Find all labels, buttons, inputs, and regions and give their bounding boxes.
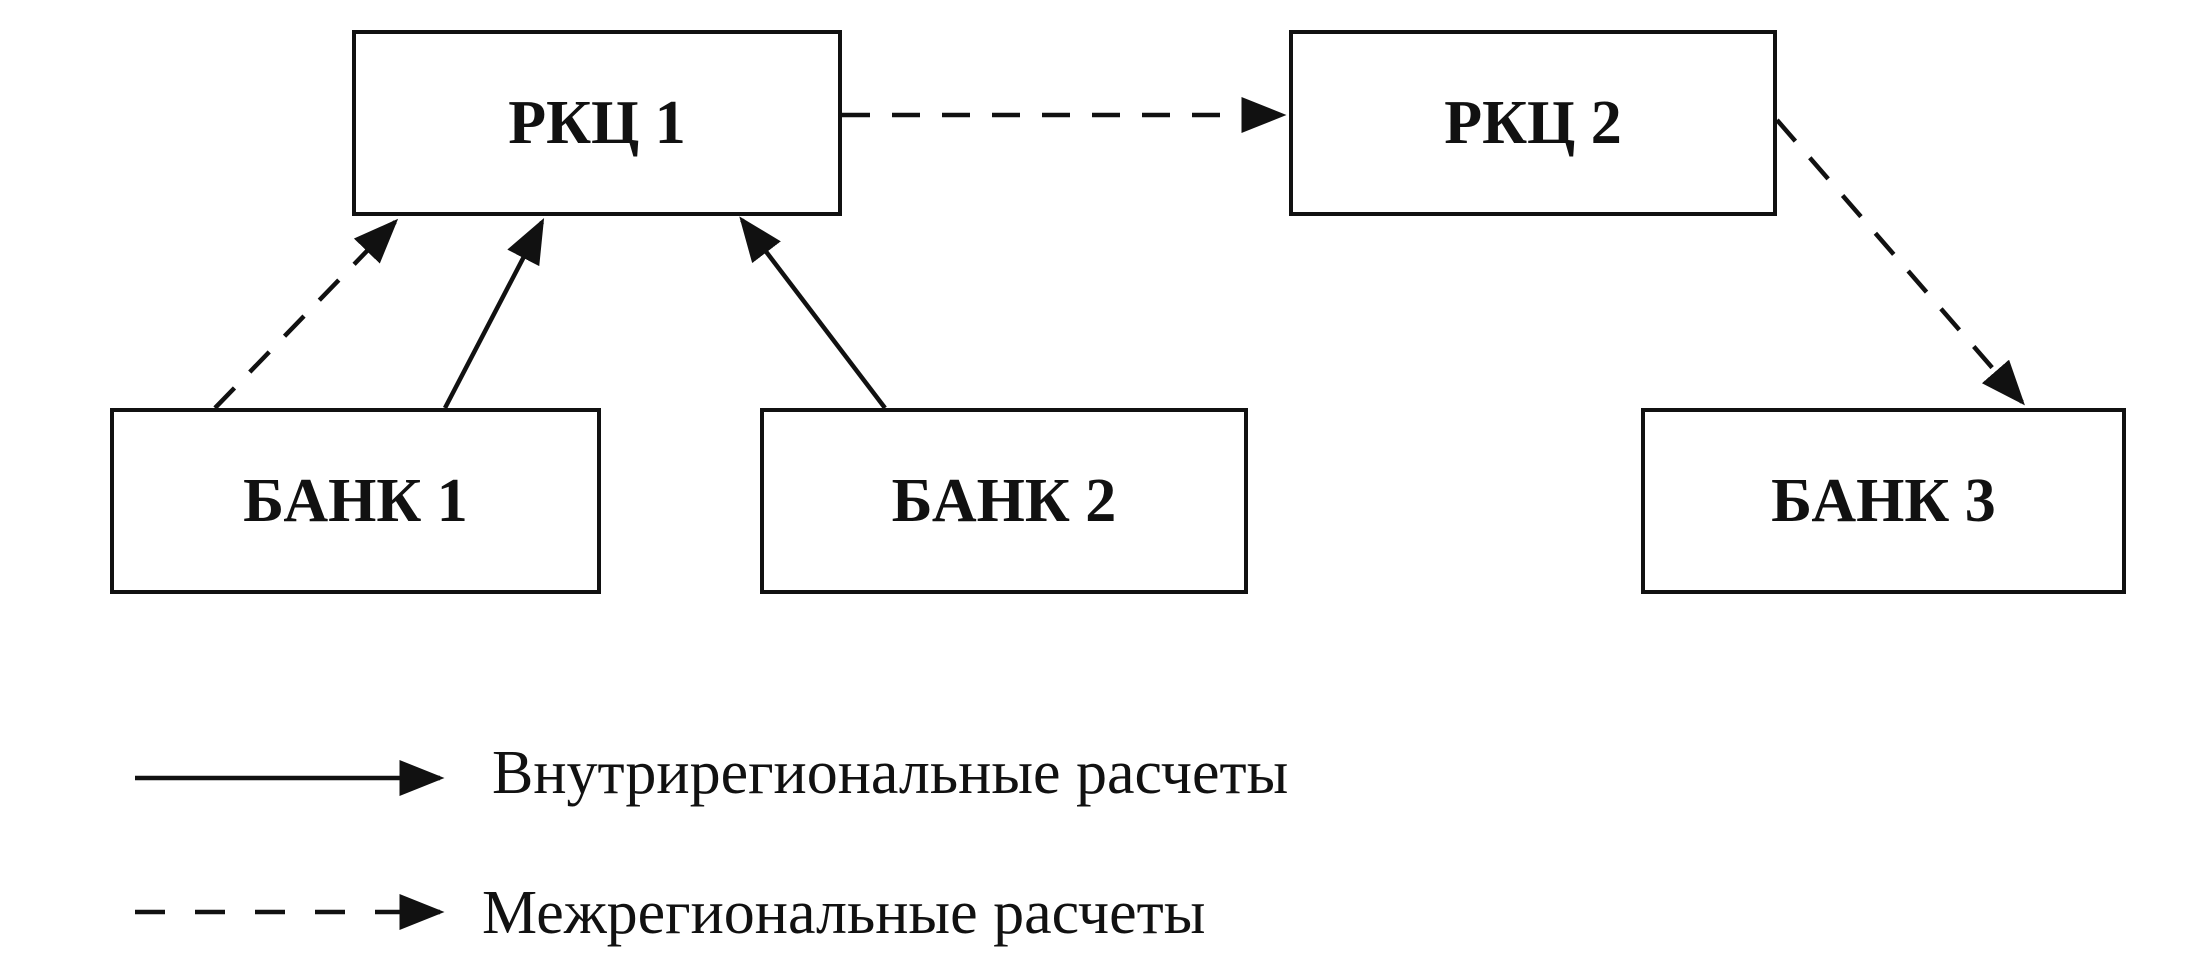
node-rkc2-label: РКЦ 2 <box>1444 88 1622 157</box>
node-bank2-label: БАНК 2 <box>891 466 1117 535</box>
edge-bank1-rkc1-dashed <box>213 218 399 410</box>
node-rkc1: РКЦ 1 <box>352 30 842 216</box>
node-bank1-label: БАНК 1 <box>243 466 468 535</box>
edge-bank2-rkc1-solid <box>739 216 887 410</box>
node-bank3-label: БАНК 3 <box>1771 466 1996 535</box>
node-bank3: БАНК 3 <box>1641 408 2126 594</box>
node-rkc2: РКЦ 2 <box>1289 30 1777 216</box>
legend-dashed-label: Межрегиональные расчеты <box>482 879 1206 947</box>
node-bank1: БАНК 1 <box>110 408 601 594</box>
legend-solid-label: Внутрирегиональные расчеты <box>492 739 1289 807</box>
node-rkc1-label: РКЦ 1 <box>508 88 686 157</box>
edge-bank1-rkc1-solid <box>443 218 545 410</box>
node-bank2: БАНК 2 <box>760 408 1248 594</box>
edge-rkc2-bank3-dashed <box>1775 118 2025 406</box>
